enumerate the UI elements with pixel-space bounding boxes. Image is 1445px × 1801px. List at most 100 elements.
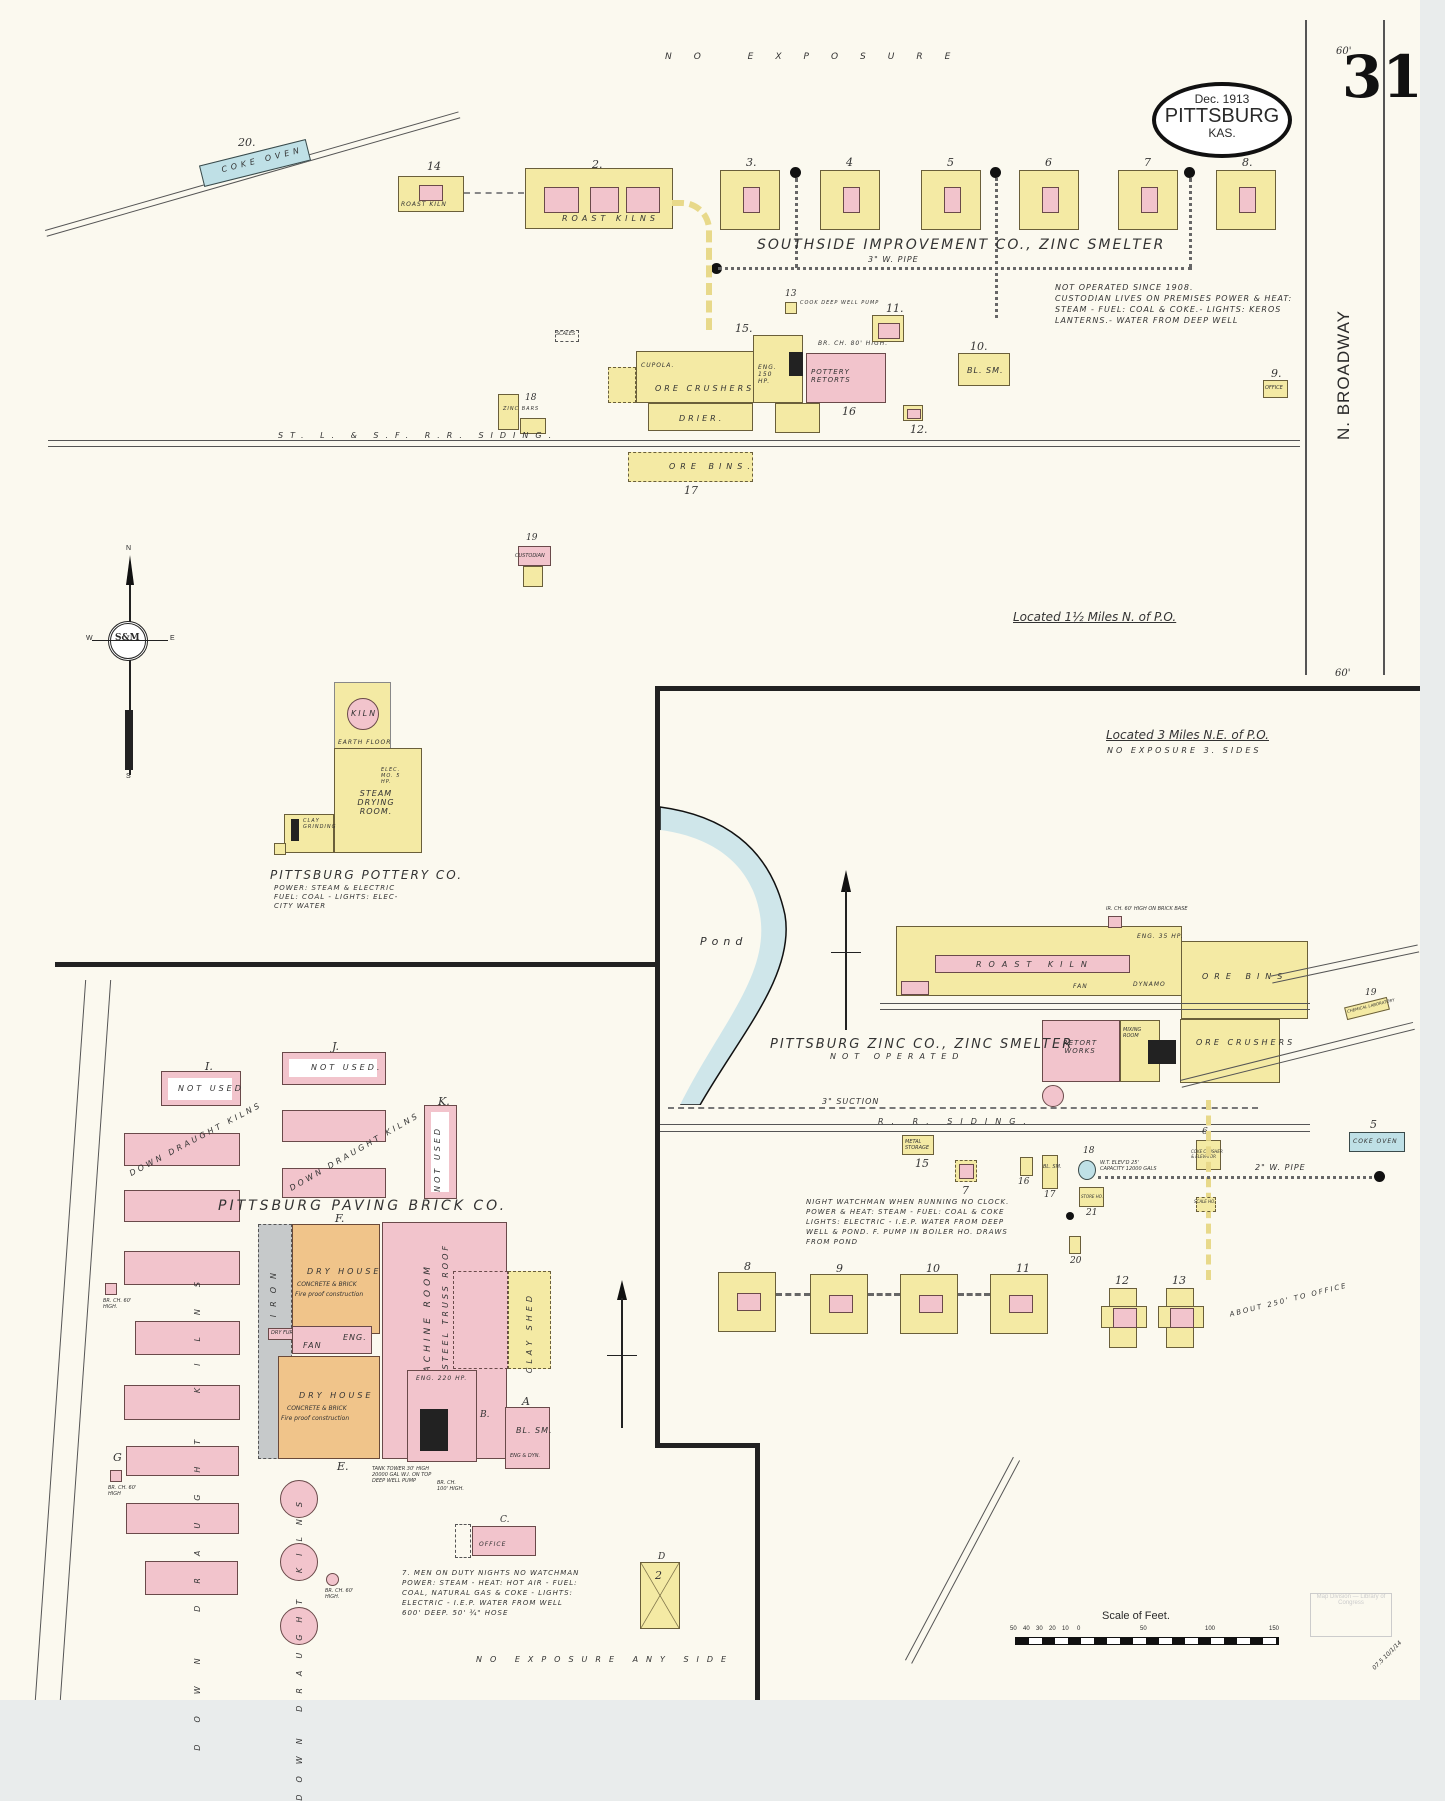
zinc-co-status: NOT OPERATED [830,1052,965,1061]
roast-kiln-label: ROAST KILN [976,960,1094,969]
dry-house-f-label: DRY HOUSE [307,1267,382,1276]
coke-oven-5-number: 5 [1370,1118,1377,1131]
ore-bins-17: ORE BINS. [628,452,753,482]
furnace-6: 6 [1017,156,1081,232]
engine-fan-room: FAN ENG. [292,1326,372,1354]
hydrant-icon [711,263,722,274]
bldg-11-number: 11. [886,302,904,315]
zinc-siding-label: R. R. SIDING. [878,1117,1034,1126]
boiler-block [420,1409,448,1451]
suction-label: 3" SUCTION [822,1097,880,1106]
bl-sm-17-label: BL. SM. [1043,1164,1062,1170]
hydrant-icon [990,167,1001,178]
brick-rr-siding [34,980,112,1700]
ore-bins-zinc: ORE BINS [1181,941,1308,1019]
compass-east-label: E [170,635,175,642]
office-20 [1069,1236,1081,1254]
bldg-a-blacksmith: BL. SM. ENG & DYN. [505,1407,552,1469]
zinc-pipe-label: 2" W. PIPE [1255,1163,1306,1172]
bldg-7 [955,1160,977,1182]
roast-kilns-2: ROAST KILNS [525,168,673,229]
kiln-label: KILN [351,709,378,718]
roast-kiln-a [544,187,579,213]
zinc-furnace-11: 11 [990,1262,1050,1338]
engine-220: ENG. 220 HP. [407,1370,477,1462]
clay-grinder [291,819,299,841]
southside-rr-siding [48,440,1300,447]
zinc-rr-siding-upper [880,1003,1310,1010]
dry-furnace-label: DRY FURNACE [271,1330,307,1336]
chemical-lab-19: CHEMICAL LABORATORY [1344,996,1395,1021]
fan-label: FAN [303,1341,322,1350]
kiln-row [126,1503,239,1534]
zinc-bars-label: ZINC BARS [503,406,540,412]
furnace-number: 5 [947,156,954,169]
chimney-round-icon [326,1573,339,1586]
dry-house-e-number: E. [337,1460,349,1473]
block-divider-horizontal-left [55,962,660,967]
hydrant-icon [1184,167,1195,178]
southside-siding-label: ST. L. & S.F. R.R. SIDING. [278,431,559,440]
roast-kilns-label: ROAST KILNS [562,214,659,223]
zinc-bars-a [498,394,519,430]
metal-storage-label: METAL STORAGE [905,1139,930,1151]
mixing-room-label: MIXING ROOM [1123,1027,1142,1039]
zinc-roast-kiln-13: 13 [1158,1274,1206,1348]
round-kiln [280,1543,318,1581]
cupola-label: CUPOLA. [641,362,675,369]
roast-kiln-long: ROAST KILN [935,955,1130,973]
zinc-boilers [1148,1040,1176,1064]
street-width-bottom: 60' [1335,668,1351,679]
compass-monogram: S&M [115,633,140,643]
pond [660,806,787,1105]
ore-bin-small [901,981,929,995]
iron-chimney [1108,916,1122,928]
steam-drying-room: STEAM DRYING ROOM. ELEC. MO. 5 HP. [334,748,422,853]
street-width-top: 60' [1336,46,1352,57]
well-pump-number: 13 [785,289,797,299]
street-line-left [1305,20,1307,675]
bldg-d-label: 2 [655,1569,662,1582]
chimney-g-number: G [113,1451,122,1464]
kiln-circle [347,698,379,730]
office-9: OFFICE [1263,380,1288,398]
chemical-lab-number: 19 [1365,988,1377,998]
chimney-g-label: BR. CH. 60' HIGH [108,1485,137,1497]
well-pump-label: COOK DEEP WELL PUMP [800,300,880,306]
bldg-10-label: BL. SM. [967,366,1004,375]
zinc-co-exposure: NO EXPOSURE 3. SIDES [1107,746,1262,755]
water-tank-label: W.T. ELEV'D 25' CAPACITY 12000 GALS [1100,1160,1157,1172]
down-draught-label-3: DOWN DRAUGHT KILNS [193,1260,202,1751]
round-kilns-label: DOWN DRAUGHT KILNS [295,1490,304,1801]
coke-oven-label: COKE OVEN [220,145,304,175]
kiln-j-label: NOT USED. [311,1063,383,1072]
fan-label: FAN [1073,983,1088,990]
cartouche-city: PITTSBURG [1164,105,1280,127]
elec-motor-label: ELEC. MO. 5 HP. [381,767,401,785]
kiln-j-number: J. [332,1040,340,1053]
coke-oven-5: COKE OVEN [1349,1132,1405,1152]
bldg-7-number: 7 [962,1184,969,1197]
wp-connector [868,1293,900,1296]
pottery-retorts-label: POTTERY RETORTS [811,368,851,384]
water-pipe-5 [995,178,998,318]
scale-title: Scale of Feet. [1102,1610,1170,1622]
down-draught-kiln [124,1133,240,1166]
ore-bins-zinc-label: ORE BINS [1202,972,1289,981]
ore-crushers-label: ORE CRUSHERS [655,384,755,393]
store-house-21: STORE HO. [1079,1187,1104,1207]
steel-truss-label: STEEL TRUSS ROOF [441,1243,450,1370]
tramway [672,200,712,330]
roast-kiln-14: ROAST KILN [398,176,464,212]
compass-north-label: N [126,545,132,552]
wp-connector [776,1293,810,1296]
drier-label: DRIER. [679,414,725,423]
zinc-furnace-10: 10 [900,1262,960,1338]
tramway-connector [464,192,524,194]
kiln-row [124,1251,240,1285]
about-office-label: ABOUT 250' TO OFFICE [1228,1281,1349,1319]
page-number: 31 [1342,43,1423,111]
dry-kiln-circle [1042,1085,1064,1107]
zinc-co-notes: NIGHT WATCHMAN WHEN RUNNING NO CLOCK. PO… [806,1198,1010,1246]
tool-house-number: 16 [1018,1177,1030,1187]
